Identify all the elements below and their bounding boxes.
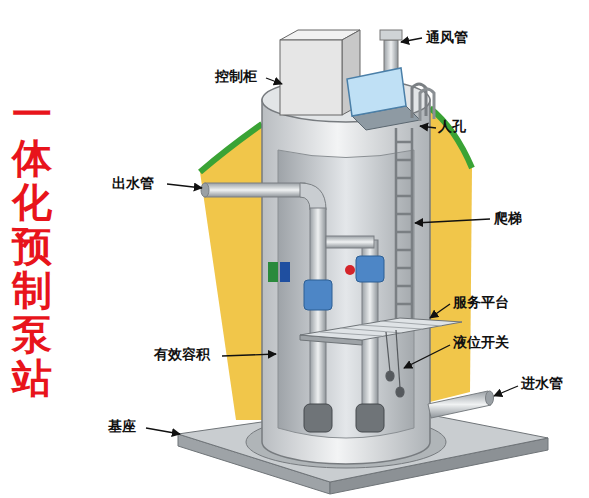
- switch-cable: [386, 332, 390, 372]
- leader-arrow: [494, 386, 518, 396]
- ladder-rung: [396, 159, 412, 162]
- leader-arrow: [404, 345, 450, 368]
- indicator: [345, 265, 355, 275]
- leader-arrow: [222, 354, 276, 356]
- part-label: 爬梯: [494, 210, 522, 227]
- leader-arrow: [430, 304, 450, 318]
- valve: [356, 256, 384, 282]
- ladder-rail: [395, 128, 398, 330]
- inlet-pipe: [428, 391, 494, 418]
- platform-grating: [320, 321, 442, 336]
- manhole-lid: [347, 68, 406, 116]
- cross-pipe: [326, 236, 374, 248]
- ladder-rung: [396, 231, 412, 234]
- ladder-rung: [396, 267, 412, 270]
- tank-body: [262, 100, 430, 464]
- ladder-rung: [396, 303, 412, 306]
- outlet-pipe-end: [201, 183, 209, 197]
- float: [396, 387, 404, 397]
- valve: [304, 280, 332, 310]
- ladder-rung: [396, 177, 412, 180]
- part-label: 进水管: [521, 375, 563, 392]
- ladder-rung: [396, 213, 412, 216]
- control-cabinet: [280, 30, 360, 115]
- tank: [262, 78, 430, 464]
- ladder: [396, 128, 412, 330]
- leader-arrow: [415, 219, 490, 223]
- title: 一体化预制泵站: [12, 92, 52, 400]
- soil-left: [200, 124, 262, 420]
- part-label: 有效容积: [154, 346, 210, 363]
- cabinet-front: [280, 40, 342, 115]
- part-label: 通风管: [426, 29, 468, 46]
- pumps: [304, 404, 384, 432]
- ladder-rung: [396, 141, 412, 144]
- grass-right: [430, 108, 472, 168]
- part-label: 人孔: [438, 118, 466, 135]
- pump: [304, 404, 332, 432]
- pipework: [201, 183, 384, 408]
- ladder-rung: [396, 249, 412, 252]
- leader-arrow: [266, 78, 282, 84]
- logo-block: [268, 262, 278, 282]
- outlet-elbow: [300, 183, 326, 210]
- vent-cap: [380, 30, 402, 40]
- ladder-rail: [411, 128, 414, 330]
- part-label: 出水管: [112, 175, 154, 192]
- outlet-pipe: [205, 183, 305, 197]
- pump: [356, 404, 384, 432]
- leader-arrow: [401, 38, 422, 42]
- ladder-rung: [396, 195, 412, 198]
- part-label: 液位开关: [453, 334, 509, 351]
- ladder-rung: [396, 285, 412, 288]
- platform-deck: [300, 318, 462, 340]
- leader-arrow: [420, 126, 436, 128]
- part-label: 控制柜: [215, 68, 257, 85]
- handrail: [420, 89, 434, 121]
- float: [386, 371, 394, 381]
- leader-arrow: [167, 184, 202, 188]
- manhole: [347, 68, 434, 130]
- soil-right: [430, 108, 472, 402]
- leader-arrow: [146, 428, 180, 434]
- leader-lines: [146, 38, 518, 434]
- part-label: 基座: [108, 418, 136, 435]
- logo: [268, 262, 290, 282]
- inlet-pipe-end: [486, 391, 494, 405]
- inlet-pipe-body: [428, 391, 491, 418]
- grass-left: [200, 124, 262, 172]
- logo-block: [280, 262, 290, 282]
- switch-cable: [396, 330, 400, 388]
- part-label: 服务平台: [453, 294, 509, 311]
- level-switch: [386, 330, 404, 397]
- service-platform: [300, 318, 462, 345]
